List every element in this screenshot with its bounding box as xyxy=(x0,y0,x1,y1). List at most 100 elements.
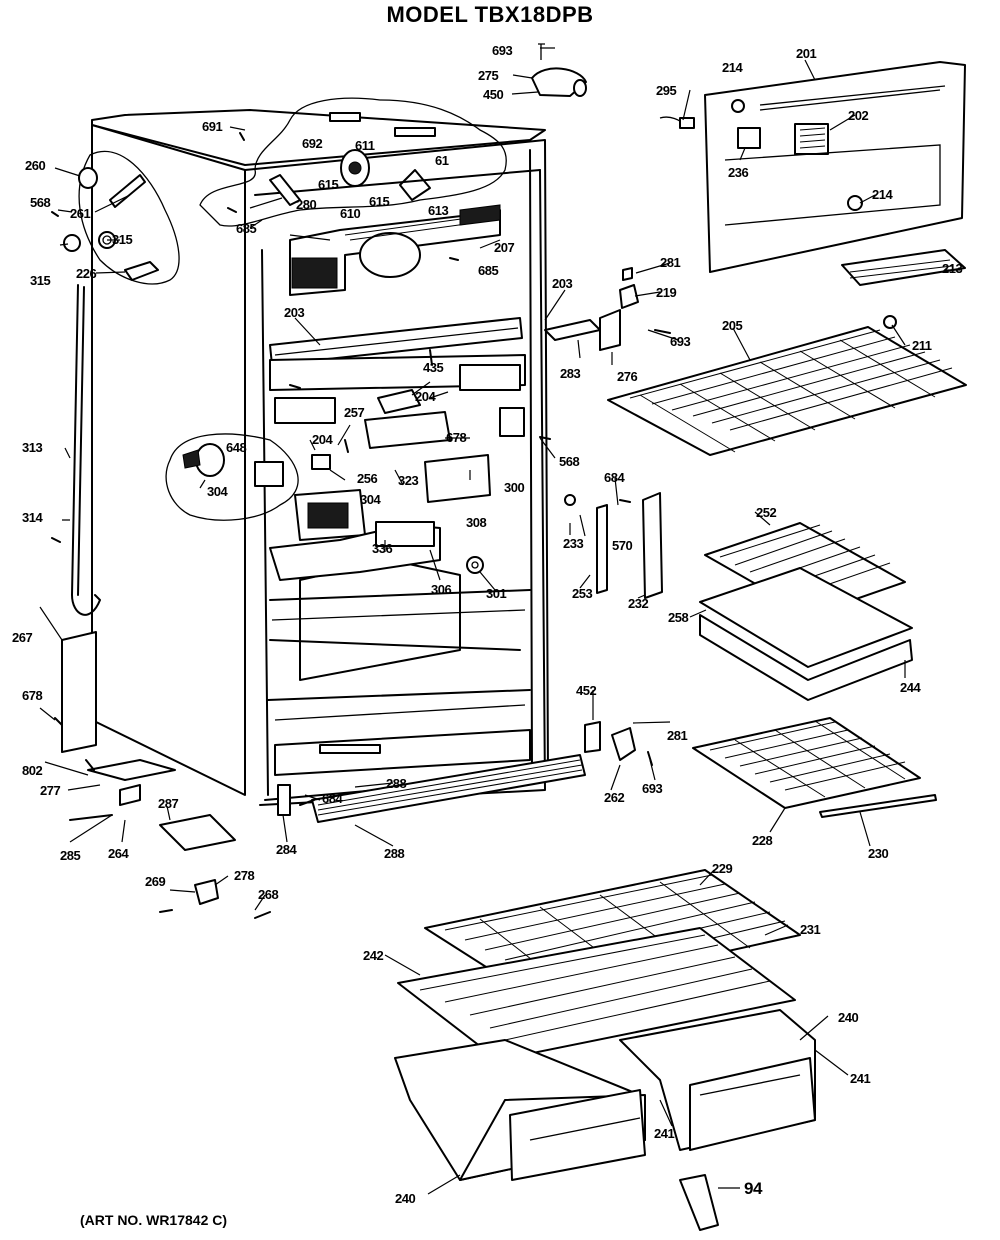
callout: 280 xyxy=(296,197,316,212)
callout: 262 xyxy=(604,790,624,805)
art-number: (ART NO. WR17842 C) xyxy=(80,1212,228,1228)
callout: 450 xyxy=(483,87,503,102)
callout: 308 xyxy=(466,515,486,530)
callout-labels: 693 275 450 691 692 611 61 260 615 610 6… xyxy=(12,43,963,1206)
model-title: MODEL TBX18DPB xyxy=(386,2,594,27)
callout: 304 xyxy=(360,492,381,507)
callout: 231 xyxy=(800,922,820,937)
callout: 615 xyxy=(369,194,389,209)
callout: 288 xyxy=(386,776,406,791)
callout: 281 xyxy=(660,255,680,270)
callout: 219 xyxy=(656,285,676,300)
callout: 229 xyxy=(712,861,732,876)
callout: 301 xyxy=(486,586,506,601)
callout: 314 xyxy=(22,510,43,525)
freezer-fan-assembly xyxy=(199,97,507,296)
callout: 684 xyxy=(604,470,625,485)
callout: 214 xyxy=(722,60,743,75)
callout: 267 xyxy=(12,630,32,645)
callout: 257 xyxy=(344,405,364,420)
callout: 228 xyxy=(752,833,772,848)
screws xyxy=(51,132,671,919)
callout: 269 xyxy=(145,874,165,889)
callout: 261 xyxy=(70,206,90,221)
callout: 678 xyxy=(22,688,42,703)
freezer-wire-shelf xyxy=(607,267,967,456)
callout: 241 xyxy=(850,1071,870,1086)
callout: 226 xyxy=(76,266,96,281)
callout: 693 xyxy=(492,43,512,58)
shelf-rails xyxy=(269,309,621,424)
callout: 202 xyxy=(848,108,868,123)
callout: 203 xyxy=(552,276,572,291)
callout: 568 xyxy=(559,454,579,469)
freezer-back-panel xyxy=(659,61,966,286)
callout: 275 xyxy=(478,68,498,83)
callout: 802 xyxy=(22,763,42,778)
callout: 211 xyxy=(912,338,932,353)
callout: 240 xyxy=(838,1010,858,1025)
lower-front-parts xyxy=(61,631,636,905)
callout: 252 xyxy=(756,505,776,520)
callout: 306 xyxy=(431,582,451,597)
callout: 692 xyxy=(302,136,322,151)
callout: 315 xyxy=(112,232,132,247)
callout: 323 xyxy=(398,473,418,488)
callout: 678 xyxy=(446,430,466,445)
callout: 435 xyxy=(423,360,443,375)
pilasters xyxy=(564,492,663,599)
callout: 258 xyxy=(668,610,688,625)
callout: 693 xyxy=(670,334,690,349)
callout: 277 xyxy=(40,783,60,798)
callout: 213 xyxy=(942,261,962,276)
callout: 201 xyxy=(796,46,816,61)
callout: 264 xyxy=(108,846,129,861)
callout: 61 xyxy=(435,153,449,168)
callout: 610 xyxy=(340,206,360,221)
callout: 236 xyxy=(728,165,748,180)
callout: 281 xyxy=(667,728,687,743)
callout: 94 xyxy=(744,1179,763,1198)
callout: 214 xyxy=(872,187,893,202)
callout: 613 xyxy=(428,203,448,218)
callout: 241 xyxy=(654,1126,674,1141)
callout: 685 xyxy=(236,221,256,236)
callout: 611 xyxy=(355,138,375,153)
leader-lines xyxy=(39,47,960,1195)
callout: 648 xyxy=(226,440,246,455)
callout: 295 xyxy=(656,83,676,98)
callout: 242 xyxy=(363,948,383,963)
callout: 336 xyxy=(372,541,392,556)
callout: 205 xyxy=(722,318,742,333)
callout: 300 xyxy=(504,480,524,495)
callout: 204 xyxy=(415,389,436,404)
callout: 278 xyxy=(234,868,254,883)
refrigerator-shelf xyxy=(692,717,937,818)
callout: 207 xyxy=(494,240,514,255)
control-assembly xyxy=(165,389,525,581)
refrigerator-cabinet xyxy=(91,109,549,806)
callout: 204 xyxy=(312,432,333,447)
callout: 268 xyxy=(258,887,278,902)
callout: 244 xyxy=(900,680,921,695)
crisper-cover-and-pans xyxy=(394,869,816,1231)
meat-pan xyxy=(699,522,913,701)
top-bracket xyxy=(531,43,587,97)
callout: 233 xyxy=(563,536,583,551)
callout: 283 xyxy=(560,366,580,381)
callout: 313 xyxy=(22,440,42,455)
callout: 288 xyxy=(384,846,404,861)
callout: 284 xyxy=(276,842,297,857)
callout: 276 xyxy=(617,369,637,384)
callout: 304 xyxy=(207,484,228,499)
callout: 684 xyxy=(322,791,343,806)
callout: 693 xyxy=(642,781,662,796)
callout: 256 xyxy=(357,471,377,486)
callout: 287 xyxy=(158,796,178,811)
callout: 685 xyxy=(478,263,498,278)
callout: 253 xyxy=(572,586,592,601)
callout: 615 xyxy=(318,177,338,192)
callout: 315 xyxy=(30,273,50,288)
callout: 230 xyxy=(868,846,888,861)
